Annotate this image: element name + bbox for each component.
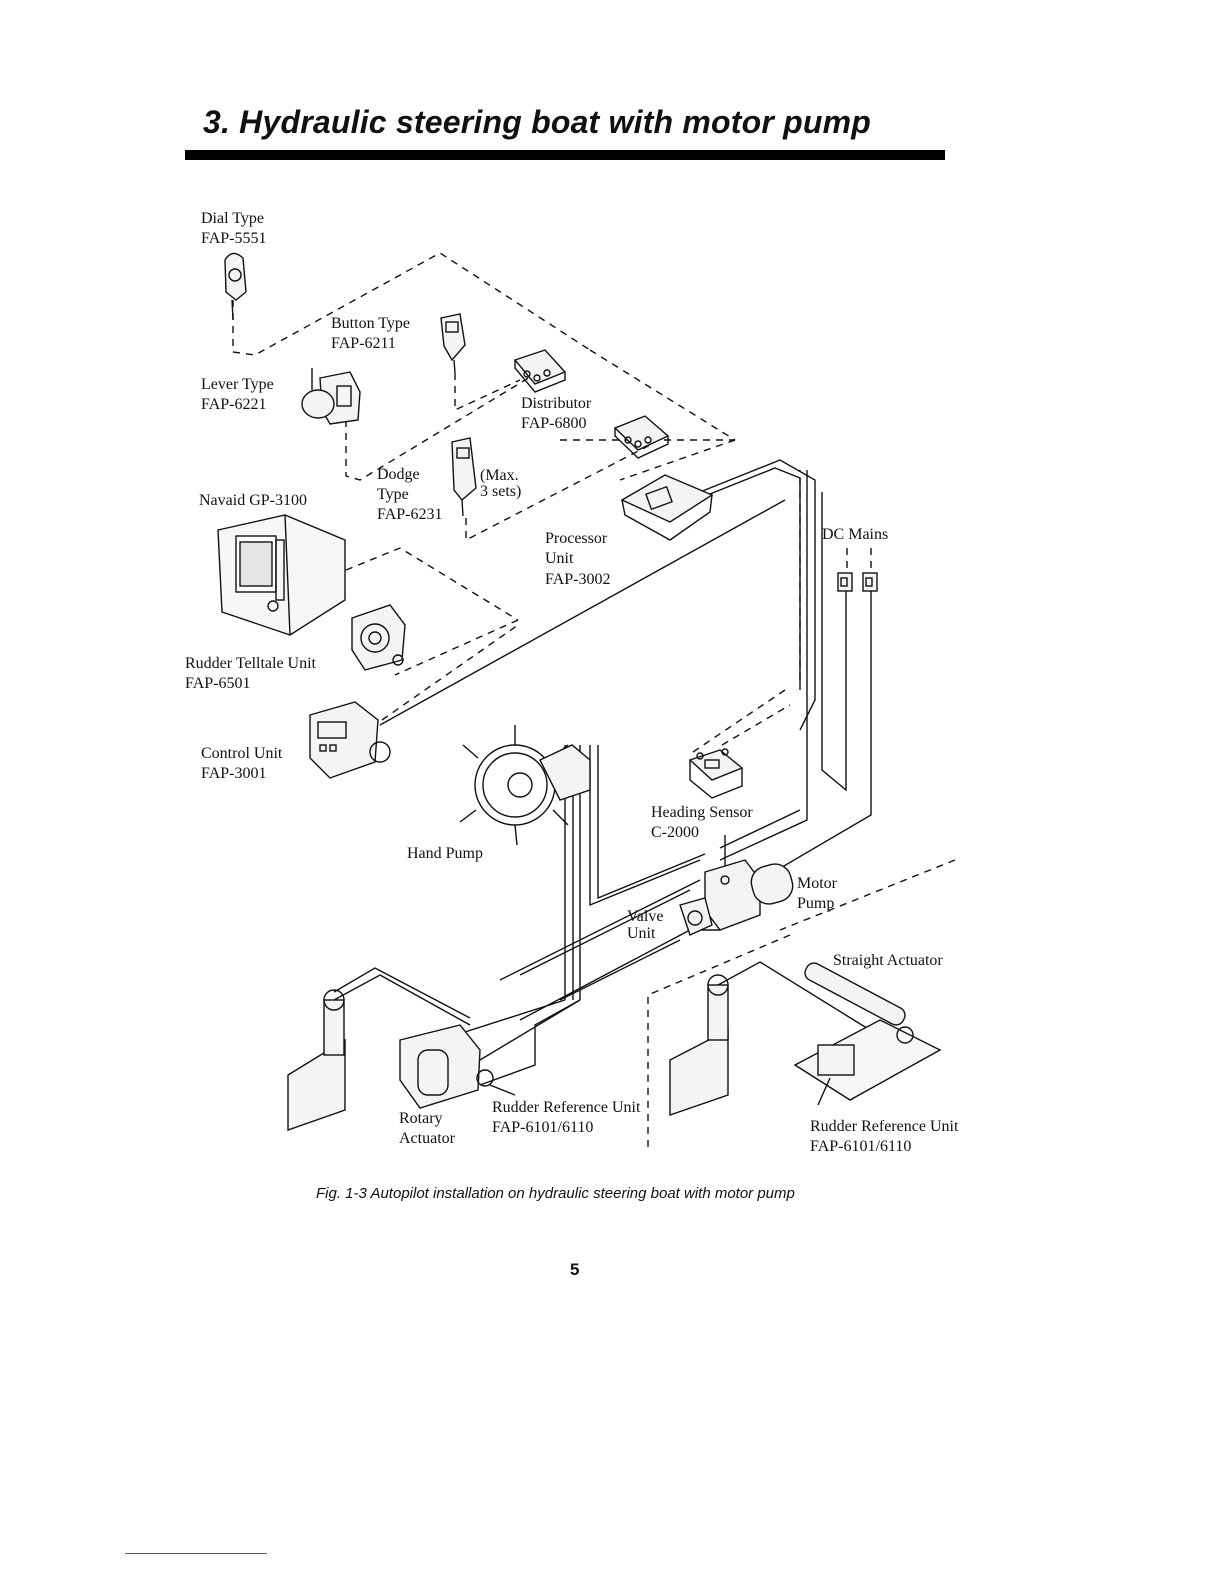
lever-type-controller-icon bbox=[301, 368, 361, 425]
footer-rule bbox=[125, 1553, 267, 1554]
dc-mains-breakers-icon bbox=[837, 572, 878, 592]
label-processor-unit: Unit bbox=[545, 550, 574, 567]
label-rudder-ref-left-model: FAP-6101/6110 bbox=[492, 1119, 594, 1136]
dial-type-controller-icon bbox=[224, 252, 247, 321]
straight-actuator-icon bbox=[793, 962, 942, 1106]
label-processor: Processor bbox=[545, 530, 608, 547]
label-dial-type: Dial Type bbox=[201, 210, 265, 227]
hand-pump-helm-icon bbox=[459, 725, 591, 846]
dashed-cable-network bbox=[232, 252, 956, 1150]
label-dc-mains: DC Mains bbox=[822, 526, 889, 543]
label-telltale: Rudder Telltale Unit bbox=[185, 655, 316, 672]
distributor-lower-icon bbox=[613, 415, 670, 459]
rudder-left-icon bbox=[287, 967, 471, 1131]
label-rudder-ref-right-model: FAP-6101/6110 bbox=[810, 1138, 912, 1155]
label-heading-model: C-2000 bbox=[651, 824, 699, 841]
label-valve: Valve bbox=[627, 908, 664, 925]
hydraulic-piping bbox=[439, 745, 726, 1086]
navaid-gp3100-icon bbox=[217, 514, 346, 636]
label-dodge-type: Type bbox=[377, 486, 409, 503]
label-max-sets: 3 sets) bbox=[480, 483, 522, 500]
processor-unit-icon bbox=[620, 474, 714, 541]
label-max: (Max. bbox=[480, 467, 519, 484]
heading-rule bbox=[185, 150, 945, 160]
label-distributor-model: FAP-6800 bbox=[521, 415, 587, 432]
rotary-actuator-icon bbox=[399, 1024, 516, 1109]
label-pump: Pump bbox=[797, 895, 835, 912]
label-control-model: FAP-3001 bbox=[201, 765, 267, 782]
page-number: 5 bbox=[570, 1260, 580, 1279]
label-rotary: Rotary bbox=[399, 1110, 443, 1127]
label-distributor: Distributor bbox=[521, 395, 592, 412]
control-unit-icon bbox=[309, 701, 391, 779]
label-rudder-ref-right: Rudder Reference Unit bbox=[810, 1118, 959, 1135]
dodge-type-remote-icon bbox=[451, 437, 477, 517]
label-hand-pump: Hand Pump bbox=[407, 845, 483, 862]
label-processor-model: FAP-3002 bbox=[545, 571, 611, 588]
button-type-remote-icon bbox=[440, 313, 466, 374]
section-heading: 3. Hydraulic steering boat with motor pu… bbox=[203, 104, 872, 140]
heading-sensor-icon bbox=[688, 748, 744, 799]
label-rudder-ref-left: Rudder Reference Unit bbox=[492, 1099, 641, 1116]
label-motor: Motor bbox=[797, 875, 837, 892]
label-dodge: Dodge bbox=[377, 466, 420, 483]
label-lever-type: Lever Type bbox=[201, 376, 274, 393]
label-telltale-model: FAP-6501 bbox=[185, 675, 251, 692]
label-valve-unit: Unit bbox=[627, 925, 656, 942]
label-dodge-model: FAP-6231 bbox=[377, 506, 443, 523]
rudder-right-icon bbox=[669, 961, 871, 1116]
label-control-unit: Control Unit bbox=[201, 745, 283, 762]
label-rotary-actuator: Actuator bbox=[399, 1130, 455, 1147]
label-heading-sensor: Heading Sensor bbox=[651, 804, 753, 821]
processor-cables bbox=[379, 459, 872, 881]
distributor-upper-icon bbox=[513, 349, 567, 393]
label-dial-model: FAP-5551 bbox=[201, 230, 267, 247]
rudder-telltale-unit-icon bbox=[351, 604, 406, 671]
label-lever-model: FAP-6221 bbox=[201, 396, 267, 413]
label-button-type: Button Type bbox=[331, 315, 411, 332]
figure-caption: Fig. 1-3 Autopilot installation on hydra… bbox=[316, 1185, 795, 1202]
label-button-model: FAP-6211 bbox=[331, 335, 396, 352]
label-straight-actuator: Straight Actuator bbox=[833, 952, 943, 969]
motor-pump-valve-unit-icon bbox=[679, 859, 794, 936]
label-navaid: Navaid GP-3100 bbox=[199, 492, 307, 509]
